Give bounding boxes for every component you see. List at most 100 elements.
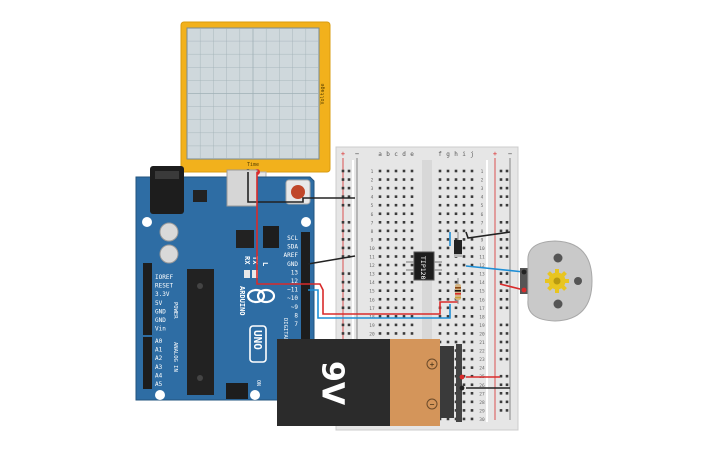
- breadboard-hole[interactable]: [378, 195, 382, 198]
- rail-hole[interactable]: [341, 186, 345, 190]
- breadboard-hole[interactable]: [402, 212, 406, 216]
- breadboard-hole[interactable]: [410, 297, 414, 301]
- rail-hole[interactable]: [499, 392, 503, 395]
- breadboard-hole[interactable]: [438, 280, 442, 284]
- rail-hole[interactable]: [505, 340, 509, 344]
- rail-hole[interactable]: [499, 169, 503, 173]
- breadboard-hole[interactable]: [378, 221, 382, 224]
- breadboard-hole[interactable]: [470, 392, 474, 395]
- reset-button-cap[interactable]: [291, 185, 305, 199]
- breadboard-hole[interactable]: [394, 221, 398, 224]
- rail-hole[interactable]: [505, 178, 509, 181]
- breadboard-hole[interactable]: [402, 203, 406, 207]
- rail-hole[interactable]: [505, 289, 509, 292]
- resistor[interactable]: [455, 278, 461, 304]
- rail-hole[interactable]: [341, 297, 345, 301]
- breadboard-hole[interactable]: [410, 169, 414, 173]
- breadboard-hole[interactable]: [438, 178, 442, 181]
- rail-hole[interactable]: [499, 323, 503, 327]
- breadboard-hole[interactable]: [394, 178, 398, 181]
- breadboard-hole[interactable]: [402, 186, 406, 190]
- breadboard-hole[interactable]: [394, 229, 398, 233]
- breadboard-hole[interactable]: [410, 178, 414, 181]
- breadboard-hole[interactable]: [470, 323, 474, 327]
- rail-hole[interactable]: [347, 195, 351, 198]
- breadboard-hole[interactable]: [462, 280, 466, 284]
- breadboard-hole[interactable]: [410, 238, 414, 241]
- battery-plus-terminal[interactable]: [426, 358, 438, 370]
- breadboard-hole[interactable]: [394, 203, 398, 207]
- rail-hole[interactable]: [347, 332, 351, 335]
- breadboard-hole[interactable]: [446, 272, 450, 275]
- breadboard-hole[interactable]: [410, 246, 414, 250]
- rail-hole[interactable]: [347, 289, 351, 292]
- breadboard-hole[interactable]: [462, 383, 466, 387]
- breadboard-hole[interactable]: [402, 246, 406, 250]
- breadboard-hole[interactable]: [402, 195, 406, 198]
- breadboard-hole[interactable]: [446, 332, 450, 335]
- rail-hole[interactable]: [499, 195, 503, 198]
- breadboard-hole[interactable]: [438, 255, 442, 258]
- breadboard-hole[interactable]: [446, 203, 450, 207]
- breadboard-hole[interactable]: [394, 195, 398, 198]
- breadboard-hole[interactable]: [446, 297, 450, 301]
- rail-hole[interactable]: [505, 272, 509, 275]
- tip120-transistor[interactable]: TIP120: [406, 251, 442, 281]
- breadboard-hole[interactable]: [410, 221, 414, 224]
- breadboard-hole[interactable]: [410, 323, 414, 327]
- rail-hole[interactable]: [505, 238, 509, 241]
- breadboard-hole[interactable]: [402, 238, 406, 241]
- breadboard-hole[interactable]: [446, 212, 450, 216]
- rail-hole[interactable]: [505, 323, 509, 327]
- breadboard-hole[interactable]: [462, 195, 466, 198]
- rail-hole[interactable]: [341, 238, 345, 241]
- breadboard-hole[interactable]: [462, 417, 466, 421]
- breadboard-hole[interactable]: [410, 289, 414, 292]
- breadboard-hole[interactable]: [378, 203, 382, 207]
- breadboard-hole[interactable]: [462, 400, 466, 404]
- diode[interactable]: [454, 232, 462, 257]
- breadboard-hole[interactable]: [394, 332, 398, 335]
- breadboard-hole[interactable]: [386, 306, 390, 310]
- rail-hole[interactable]: [341, 178, 345, 181]
- breadboard-hole[interactable]: [470, 238, 474, 241]
- breadboard-hole[interactable]: [394, 263, 398, 267]
- breadboard-hole[interactable]: [386, 195, 390, 198]
- breadboard-hole[interactable]: [438, 212, 442, 216]
- breadboard-hole[interactable]: [402, 280, 406, 284]
- rail-hole[interactable]: [341, 280, 345, 284]
- breadboard-hole[interactable]: [446, 280, 450, 284]
- breadboard-hole[interactable]: [386, 186, 390, 190]
- rail-hole[interactable]: [499, 255, 503, 258]
- breadboard-hole[interactable]: [462, 349, 466, 352]
- breadboard-hole[interactable]: [446, 255, 450, 258]
- breadboard-hole[interactable]: [470, 417, 474, 421]
- breadboard-hole[interactable]: [402, 332, 406, 335]
- breadboard-hole[interactable]: [470, 263, 474, 267]
- breadboard-hole[interactable]: [378, 186, 382, 190]
- breadboard-hole[interactable]: [462, 238, 466, 241]
- rail-hole[interactable]: [499, 409, 503, 412]
- rail-hole[interactable]: [505, 357, 509, 361]
- breadboard-hole[interactable]: [386, 323, 390, 327]
- breadboard-hole[interactable]: [446, 417, 450, 421]
- rail-hole[interactable]: [347, 323, 351, 327]
- breadboard-hole[interactable]: [394, 306, 398, 310]
- breadboard-hole[interactable]: [386, 238, 390, 241]
- breadboard-hole[interactable]: [410, 280, 414, 284]
- rail-hole[interactable]: [499, 332, 503, 335]
- breadboard-hole[interactable]: [454, 340, 458, 344]
- breadboard-hole[interactable]: [378, 289, 382, 292]
- breadboard-hole[interactable]: [462, 178, 466, 181]
- breadboard-hole[interactable]: [454, 306, 458, 310]
- breadboard-hole[interactable]: [470, 186, 474, 190]
- breadboard-hole[interactable]: [470, 212, 474, 216]
- breadboard-hole[interactable]: [454, 315, 458, 318]
- breadboard-hole[interactable]: [410, 315, 414, 318]
- breadboard-hole[interactable]: [394, 315, 398, 318]
- wire-pin9-to-resistor[interactable]: [308, 289, 451, 319]
- breadboard-hole[interactable]: [446, 340, 450, 344]
- breadboard-hole[interactable]: [410, 272, 414, 275]
- battery-9v[interactable]: + − 9V: [277, 339, 465, 426]
- breadboard-hole[interactable]: [462, 255, 466, 258]
